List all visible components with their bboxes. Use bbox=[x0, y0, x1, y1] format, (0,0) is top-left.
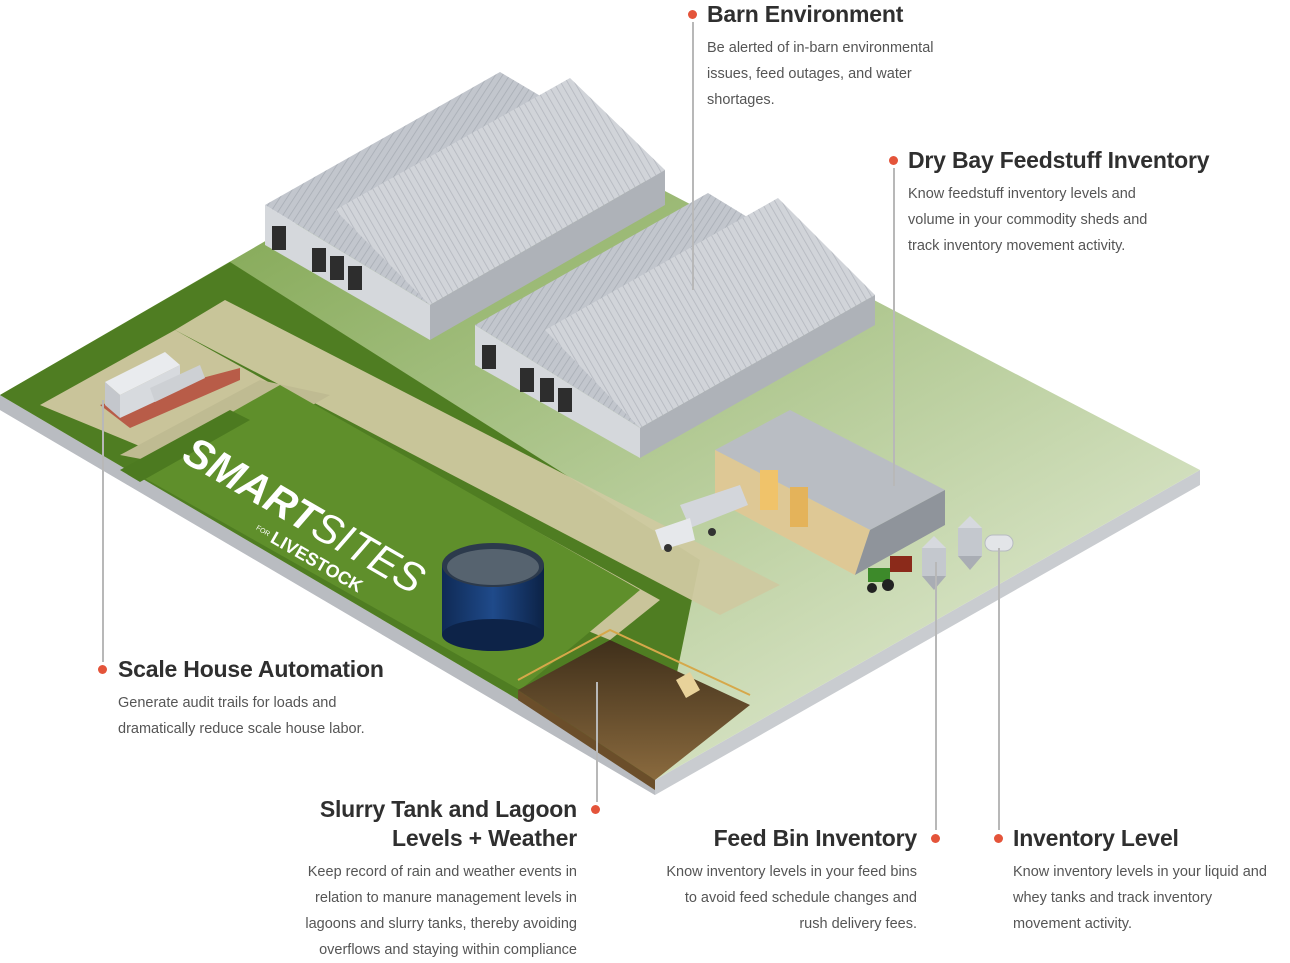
callout-scale-house: Scale House Automation Generate audit tr… bbox=[118, 655, 438, 742]
dry-bay-title: Dry Bay Feedstuff Inventory bbox=[908, 147, 1210, 173]
commodity-shed bbox=[715, 410, 945, 575]
truck bbox=[655, 485, 748, 552]
feed-bin-leader bbox=[935, 562, 937, 830]
dry-bay-leader bbox=[893, 168, 895, 486]
scale-house-desc: Generate audit trails for loads and dram… bbox=[118, 695, 365, 737]
scale-house bbox=[100, 352, 240, 428]
barn-environment-leader bbox=[692, 22, 694, 290]
feed-bins bbox=[922, 516, 982, 590]
inventory-level-dot bbox=[994, 834, 1003, 843]
scale-house-dot bbox=[98, 665, 107, 674]
inventory-level-leader bbox=[998, 548, 1000, 830]
dry-bay-desc: Know feedstuff inventory levels and volu… bbox=[908, 186, 1148, 254]
feed-bin-desc: Know inventory levels in your feed bins … bbox=[666, 864, 917, 932]
slurry-title-1: Slurry Tank and Lagoon bbox=[319, 796, 577, 822]
barn-environment-desc: Be alerted of in-barn environmental issu… bbox=[707, 40, 934, 108]
slurry-tank bbox=[442, 543, 544, 651]
lagoon bbox=[517, 628, 751, 790]
callout-slurry: Slurry Tank and Lagoon Levels + Weather … bbox=[267, 795, 577, 963]
dry-bay-dot bbox=[889, 156, 898, 165]
callout-dry-bay: Dry Bay Feedstuff Inventory Know feedstu… bbox=[908, 146, 1238, 259]
scale-house-title: Scale House Automation bbox=[118, 656, 384, 682]
feed-bin-dot bbox=[931, 834, 940, 843]
tractor bbox=[867, 556, 912, 593]
slurry-title-2: Levels + Weather bbox=[392, 825, 577, 851]
callout-feed-bin: Feed Bin Inventory Know inventory levels… bbox=[617, 824, 917, 937]
inventory-level-title: Inventory Level bbox=[1013, 825, 1179, 851]
barn-environment-title: Barn Environment bbox=[707, 1, 904, 27]
feed-bin-title: Feed Bin Inventory bbox=[713, 825, 918, 851]
slurry-dot bbox=[591, 805, 600, 814]
inventory-level-desc: Know inventory levels in your liquid and… bbox=[1013, 864, 1267, 932]
barn-environment-dot bbox=[688, 10, 697, 19]
slurry-desc: Keep record of rain and weather events i… bbox=[305, 864, 577, 958]
callout-barn-environment: Barn Environment Be alerted of in-barn e… bbox=[707, 0, 1007, 113]
callout-inventory-level: Inventory Level Know inventory levels in… bbox=[1013, 824, 1283, 937]
slurry-leader bbox=[596, 682, 598, 802]
barn-1 bbox=[265, 72, 665, 340]
barn-2 bbox=[475, 193, 875, 458]
scale-house-leader bbox=[102, 400, 104, 662]
